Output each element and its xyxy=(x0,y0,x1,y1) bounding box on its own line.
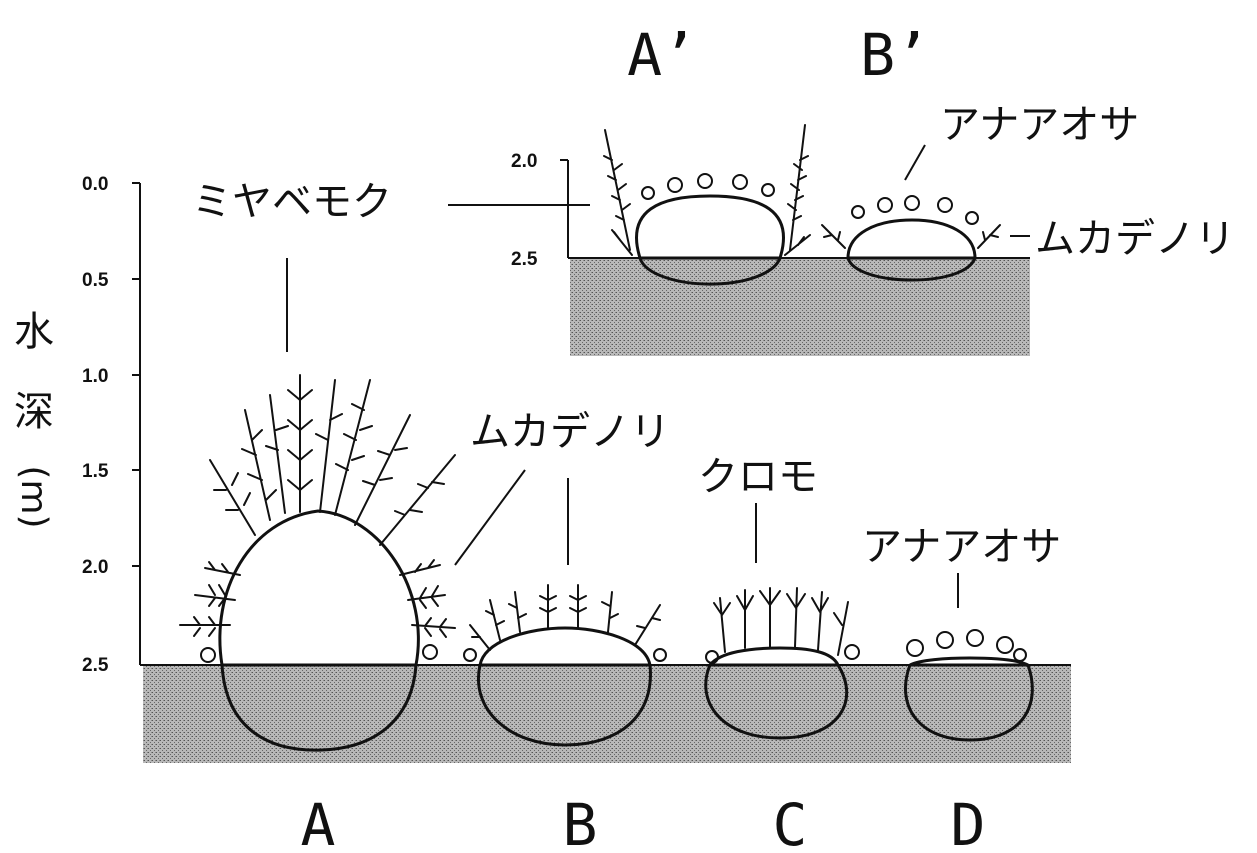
profile-label-a: A xyxy=(301,791,336,853)
profile-b-prime: アナアオサ ムカデノリ B’ xyxy=(822,21,1235,280)
profile-label-c: C xyxy=(773,791,808,853)
depth-tick-label: 0.5 xyxy=(82,270,109,291)
species-label-b: ムカデノリ xyxy=(470,409,670,455)
depth-tick-label: 0.0 xyxy=(82,174,108,195)
inset-tick-label: 2.0 xyxy=(511,151,537,172)
profile-a-prime: A’ xyxy=(604,21,810,284)
species-label-c: クロモ xyxy=(698,454,818,500)
seaweed-hydrilla xyxy=(714,588,848,655)
depth-unit-label: m xyxy=(14,479,55,514)
depth-axis: 0.0 0.5 1.0 1.5 2.0 2.5 水 深 (m) xyxy=(14,174,141,676)
rock-a-prime xyxy=(636,196,783,258)
depth-tick-label: 1.5 xyxy=(82,461,109,482)
rock-b xyxy=(480,628,650,665)
depth-axis-title-1: 水 xyxy=(14,309,54,355)
depth-axis-title-2: 深 xyxy=(14,389,54,435)
species-label-a: ミヤベモク xyxy=(192,179,392,225)
depth-tick-label: 2.0 xyxy=(82,557,108,578)
profile-label-b-prime: B’ xyxy=(860,21,930,89)
profile-b: ムカデノリ B xyxy=(455,409,670,853)
profile-label-d: D xyxy=(951,791,986,853)
rock-b-prime xyxy=(848,220,975,258)
profile-label-a-prime: A’ xyxy=(627,21,697,89)
depth-tick-label: 2.5 xyxy=(82,655,109,676)
sediment-layer xyxy=(143,665,1071,763)
species-label-b-prime-side: ムカデノリ xyxy=(1035,216,1235,262)
profile-c: クロモ C xyxy=(698,454,859,853)
species-label-b-prime-top: アナアオサ xyxy=(940,102,1139,148)
profile-label-b: B xyxy=(563,791,598,853)
depth-tick-label: 1.0 xyxy=(82,366,108,387)
species-label-d: アナアオサ xyxy=(862,524,1061,570)
depth-axis-unit: (m) xyxy=(14,465,55,528)
leader-line-b-to-a xyxy=(455,470,525,565)
leader-line-b-prime-top xyxy=(905,145,925,180)
svg-text:(m): (m) xyxy=(14,465,55,528)
rock-d xyxy=(910,658,1028,665)
inset-tick-label: 2.5 xyxy=(511,249,538,270)
ulva-clumps-d xyxy=(907,630,1026,661)
inset-profiles: 2.0 2.5 A’ xyxy=(448,21,1235,356)
